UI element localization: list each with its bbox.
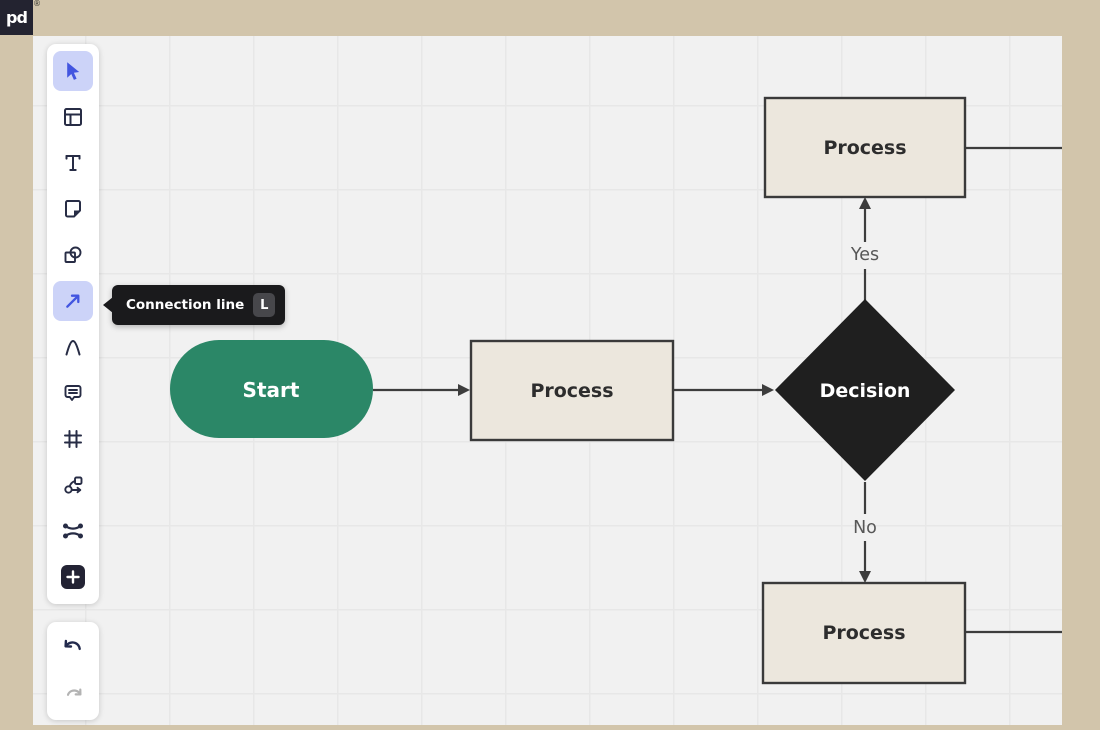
- redo-button[interactable]: [53, 674, 93, 714]
- registered-trademark: ®: [33, 0, 41, 8]
- comment-icon: [64, 385, 82, 401]
- edge-label-yes: Yes: [850, 245, 879, 265]
- tool-text[interactable]: [53, 143, 93, 183]
- node-process-bottom-label: Process: [822, 622, 905, 644]
- tool-connection-line[interactable]: [53, 281, 93, 321]
- tool-select[interactable]: [53, 51, 93, 91]
- tool-comment[interactable]: [53, 373, 93, 413]
- edge-label-no: No: [853, 518, 877, 538]
- redo-arrow-icon: [66, 688, 82, 696]
- node-decision-label: Decision: [820, 380, 911, 402]
- tool-draw[interactable]: [53, 327, 93, 367]
- app-logo-text: pd: [6, 8, 28, 27]
- connection-arrow-icon: [66, 294, 80, 308]
- node-connector-icon: [64, 476, 83, 494]
- shapes-icon: [64, 246, 82, 263]
- edge-arrowheads: [458, 197, 871, 583]
- add-button[interactable]: [53, 557, 93, 597]
- node-start[interactable]: Start: [170, 340, 373, 438]
- crossing-lines-icon: [62, 523, 84, 539]
- arrowhead-down-icon: [859, 571, 871, 583]
- arrowhead-right-icon: [458, 384, 470, 396]
- tool-shapes[interactable]: [53, 235, 93, 275]
- tooltip-label: Connection line: [126, 297, 245, 313]
- shortcut-badge: L: [253, 293, 276, 317]
- undo-button[interactable]: [53, 628, 93, 668]
- canvas[interactable]: Yes No Start Process Decision Process: [33, 36, 1062, 725]
- edge-lines[interactable]: [373, 146, 1062, 634]
- frame-icon: [64, 430, 82, 448]
- node-process-1-label: Process: [530, 380, 613, 402]
- flowchart-diagram: Yes No Start Process Decision Process: [170, 96, 1062, 685]
- tool-layout[interactable]: [53, 97, 93, 137]
- undo-arrow-icon: [64, 639, 81, 651]
- tool-smart-connect[interactable]: [53, 511, 93, 551]
- node-process-top-label: Process: [823, 137, 906, 159]
- node-process-top[interactable]: Process: [763, 96, 967, 199]
- node-process-bottom[interactable]: Process: [761, 581, 967, 685]
- app-logo: pd: [0, 0, 33, 35]
- arrowhead-right-icon: [762, 384, 774, 396]
- tooltip: Connection line L: [112, 285, 286, 325]
- tools-toolbar: [47, 44, 99, 604]
- tool-frame[interactable]: [53, 419, 93, 459]
- text-icon: [65, 155, 81, 171]
- node-decision[interactable]: Decision: [775, 299, 955, 481]
- cursor-icon: [67, 62, 80, 80]
- tool-flowchart[interactable]: [53, 465, 93, 505]
- plus-icon: [61, 565, 85, 589]
- node-process-1[interactable]: Process: [469, 339, 675, 442]
- arrowhead-up-icon: [859, 197, 871, 209]
- sticky-note-icon: [65, 200, 81, 218]
- node-start-label: Start: [243, 378, 300, 402]
- pen-curve-icon: [65, 339, 81, 356]
- history-toolbar: [47, 622, 99, 720]
- tool-sticky-note[interactable]: [53, 189, 93, 229]
- layout-icon: [64, 108, 82, 126]
